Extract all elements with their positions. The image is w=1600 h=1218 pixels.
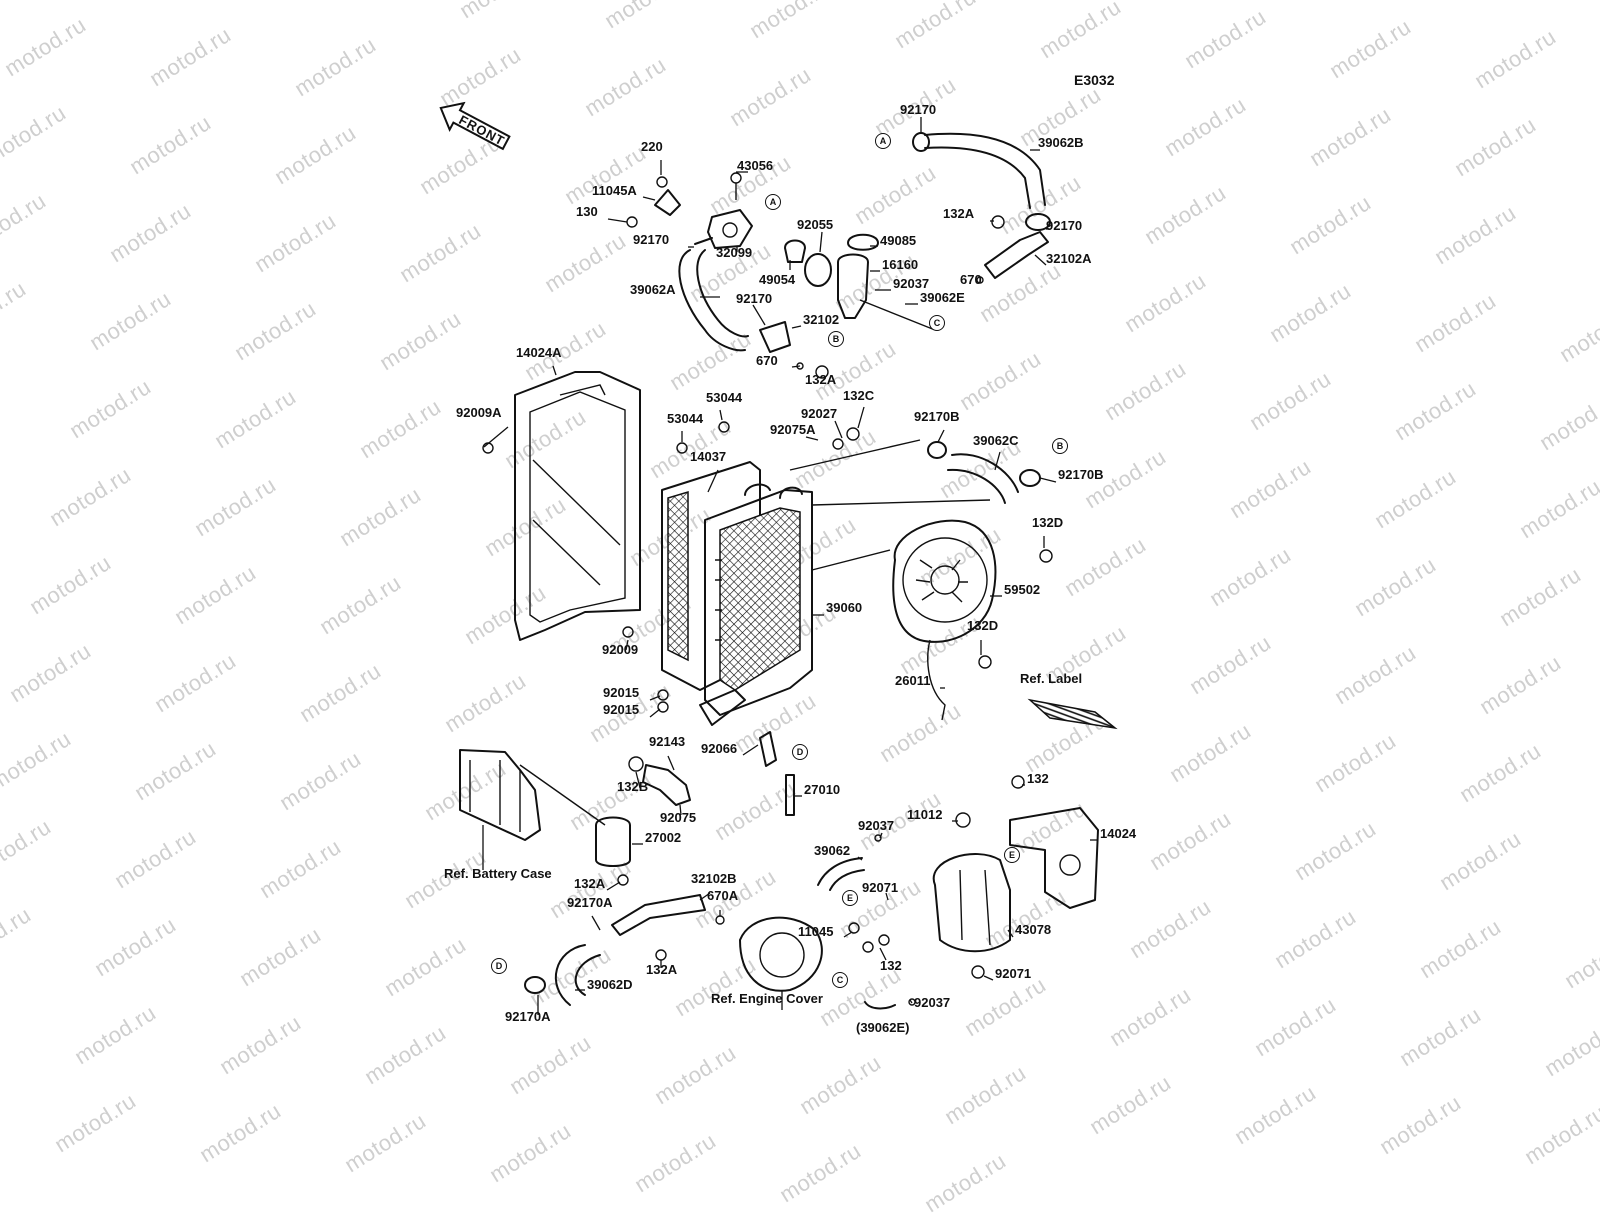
cooling-fan [892,519,997,721]
part-label-92170b-b: 92170B [1058,467,1104,482]
part-label-92009: 92009 [602,642,639,657]
marker-b: B [1052,438,1068,454]
part-label-132a-top: 132A [943,206,975,221]
lower-hoses [524,857,896,1010]
ref-battery: Ref. Battery Case [444,866,552,881]
ref-engine: Ref. Engine Cover [711,991,823,1006]
marker-c: C [929,315,945,331]
part-label-11012: 11012 [907,807,943,822]
battery-case-bracket [459,749,606,870]
ref-label-plate [1027,698,1118,730]
part-label-32102b: 32102B [691,871,737,886]
part-label-92170-mid: 92170 [736,291,773,306]
radiator-core [699,483,813,726]
marker-d: D [491,958,507,974]
part-label-670a: 670A [707,888,739,903]
part-label-14024: 14024 [1100,826,1137,841]
ref-label: Ref. Label [1020,671,1083,686]
part-label-92055: 92055 [797,217,834,232]
part-label-670-mid: 670 [756,353,778,368]
temperature-sensor [628,731,795,816]
part-label-39062d: 39062D [587,977,633,992]
part-label-39060: 39060 [826,600,863,615]
part-label-39062e: 39062E [920,290,965,305]
part-label-670-top: 670 [960,272,982,287]
part-label-92037-bot: 92037 [914,995,951,1010]
part-label-132a-mid: 132A [805,372,837,387]
part-label-92170a-b: 92170A [505,1009,551,1024]
marker-a: A [765,194,781,210]
part-label-92071-b: 92071 [995,966,1032,981]
part-label-130: 130 [576,204,598,219]
part-label-59502: 59502 [1004,582,1041,597]
arrow-left-icon [439,101,511,151]
marker-d: D [792,744,808,760]
part-label-32102: 32102 [803,312,840,327]
part-label-92066: 92066 [701,741,738,756]
part-label-92143: 92143 [649,734,686,749]
upper-hoses [678,132,1051,353]
part-label-32102a: 32102A [1046,251,1092,266]
part-label-132a-low: 132A [574,876,606,891]
part-label-92015-b: 92015 [603,702,640,717]
part-label-39062: 39062 [814,843,851,858]
part-label-92015-a: 92015 [603,685,640,700]
part-label-92075a: 92075A [770,422,816,437]
part-label-43078: 43078 [1015,922,1052,937]
part-label-14024a: 14024A [516,345,562,360]
part-label-39062c: 39062C [973,433,1019,448]
part-label-92170-right: 92170 [1046,218,1083,233]
part-label-92170b-a: 92170B [914,409,960,424]
part-label-32099: 32099 [716,245,753,260]
marker-e: E [842,890,858,906]
part-label-132-right: 132 [1027,771,1049,786]
part-label-27010: 27010 [804,782,841,797]
part-label-92027: 92027 [801,406,838,421]
part-label-92037-mid: 92037 [858,818,895,833]
marker-b: B [828,331,844,347]
part-label-220: 220 [641,139,663,154]
part-label-92170-left: 92170 [633,232,670,247]
part-label-53044-b: 53044 [667,411,704,426]
part-label-92009a: 92009A [456,405,502,420]
part-label-132b: 132B [617,779,649,794]
part-label-132-bot: 132 [880,958,902,973]
reserve-tank-cap [595,816,631,867]
part-label-132d-a: 132D [1032,515,1064,530]
marker-c: C [832,972,848,988]
part-label-11045: 11045 [798,924,834,939]
part-label-11045a: 11045A [592,183,637,198]
hose-39062c [789,439,1041,571]
part-label-132c: 132C [843,388,875,403]
leader-lines [483,117,1098,1015]
part-label-92071-a: 92071 [862,880,899,895]
engine-cover [739,916,823,1010]
part-label-14037: 14037 [690,449,727,464]
part-label-26011: 26011 [895,673,931,688]
marker-a: A [875,133,891,149]
part-label-92170a-a: 92170A [567,895,613,910]
part-label-92037-top: 92037 [893,276,930,291]
water-pump-and-cover [932,807,1099,953]
part-label-49085: 49085 [880,233,917,248]
part-label-39062a: 39062A [630,282,676,297]
part-label-132a-bot: 132A [646,962,678,977]
part-label-39062e-paren: (39062E) [856,1020,910,1035]
part-label-132d-b: 132D [967,618,999,633]
diagram-code: E3032 [1074,72,1115,88]
part-label-27002: 27002 [645,830,682,845]
marker-e: E [1004,847,1020,863]
part-label-53044-a: 53044 [706,390,743,405]
radiator-shroud [514,371,641,641]
thermostat-housing [694,209,879,319]
part-label-49054: 49054 [759,272,796,287]
part-label-92075: 92075 [660,810,697,825]
part-label-43056: 43056 [737,158,774,173]
part-label-16160: 16160 [882,257,919,272]
fasteners [482,172,1053,1006]
front-direction-arrow: FRONT [431,92,516,159]
part-label-39062b: 39062B [1038,135,1084,150]
part-label-92170-top: 92170 [900,102,937,117]
